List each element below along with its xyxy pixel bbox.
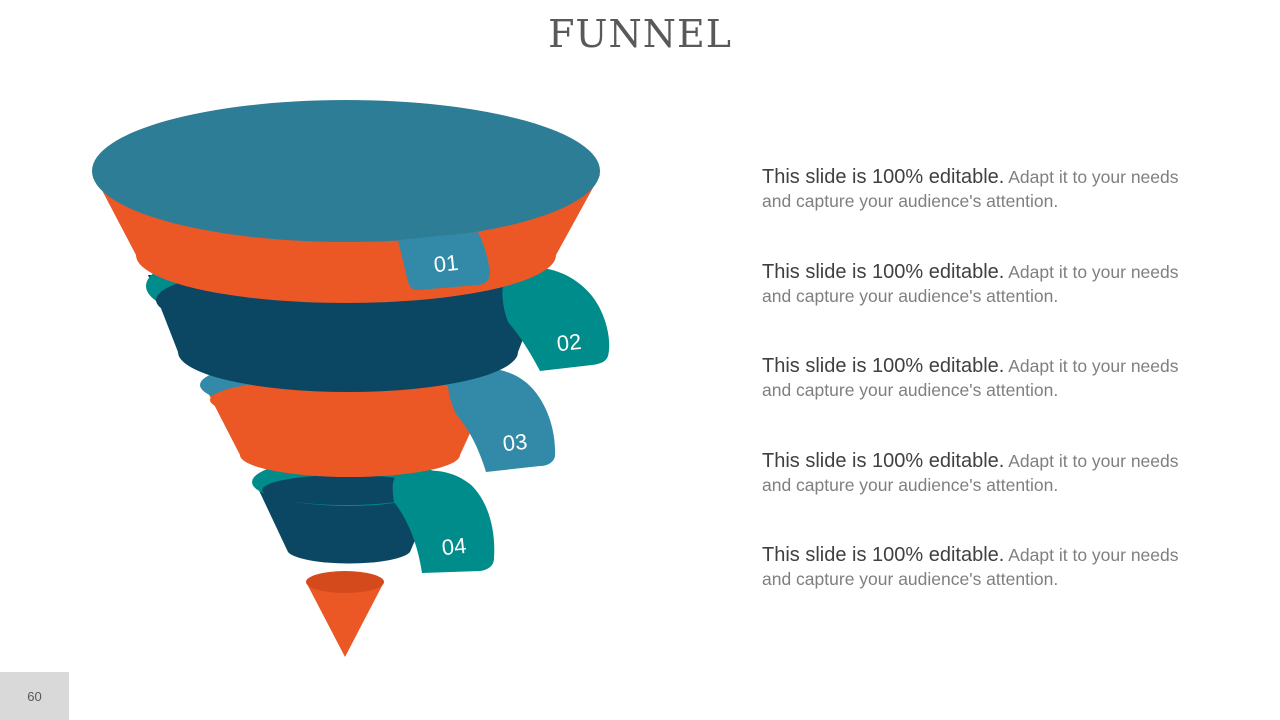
description-item: This slide is 100% editable. Adapt it to… — [762, 166, 1202, 261]
funnel-level-1-disc — [92, 100, 600, 242]
description-rest: Adapt it to your needs and capture your … — [762, 356, 1179, 400]
tag-02: 02 — [556, 329, 583, 356]
description-lead: This slide is 100% editable. — [762, 166, 1005, 188]
page-number: 60 — [27, 688, 42, 704]
description-list: This slide is 100% editable. Adapt it to… — [762, 166, 1202, 639]
funnel-level-1-tab — [398, 232, 490, 290]
description-lead: This slide is 100% editable. — [762, 260, 1005, 283]
description-rest: Adapt it to your needs and capture your … — [762, 545, 1179, 589]
description-rest: Adapt it to your needs and capture your … — [762, 167, 1179, 211]
description-item: This slide is 100% editable. Adapt it to… — [762, 261, 1202, 356]
funnel-level-4-inner — [262, 475, 430, 505]
funnel-level-2-tab — [502, 267, 610, 371]
funnel-level-3-tab — [448, 368, 556, 472]
funnel-level-4-tab — [392, 470, 495, 573]
funnel-tip — [306, 582, 384, 657]
description-item: This slide is 100% editable. Adapt it to… — [762, 355, 1202, 450]
tag-03: 03 — [502, 429, 529, 456]
funnel-level-3-inner — [210, 378, 482, 422]
funnel-tip-top — [306, 571, 384, 593]
description-lead: This slide is 100% editable. — [762, 544, 1005, 566]
description-rest: Adapt it to your needs and capture your … — [762, 261, 1179, 306]
description-lead: This slide is 100% editable. — [762, 449, 1005, 472]
description-lead: This slide is 100% editable. — [762, 355, 1005, 377]
page-number-box: 60 — [0, 672, 69, 720]
tag-01: 01 — [433, 250, 460, 277]
tag-04: 04 — [441, 533, 468, 560]
description-rest: Adapt it to your needs and capture your … — [762, 450, 1179, 495]
description-item: This slide is 100% editable. Adapt it to… — [762, 544, 1202, 639]
description-item: This slide is 100% editable. Adapt it to… — [762, 450, 1202, 545]
slide-title: FUNNEL — [548, 12, 732, 56]
